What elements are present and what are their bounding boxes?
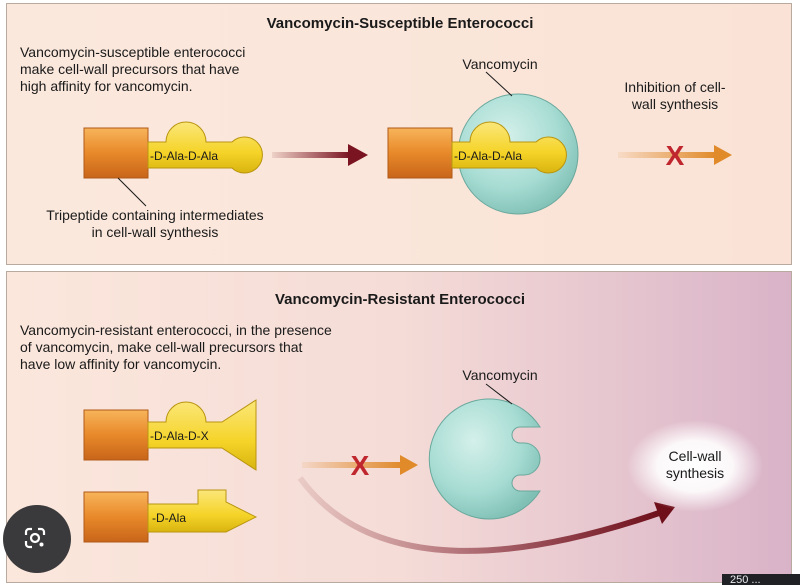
orange-block [83,409,149,461]
d-ala-d-x-chain [147,399,257,471]
vancomycin-pointer-bottom [485,383,513,405]
d-ala-chain [147,489,258,533]
blocked-x-mark: X [666,140,685,171]
inhibited-arrow: X [618,140,732,171]
bound-chain [451,121,567,174]
vancomycin-molecule [428,398,541,520]
binding-arrow [272,144,368,166]
vancomycin-pointer-top [485,71,513,97]
arrow-head [348,144,368,166]
arrow-shaft [302,462,402,468]
d-ala-d-ala-chain [147,121,263,174]
susceptible-title: Vancomycin-Susceptible Enterococci [266,15,534,32]
blocked-x-mark: X [351,450,370,481]
resistant-description: Vancomycin-resistant enterococci, in the… [20,322,332,373]
description-line: Vancomycin-resistant enterococci, in the… [20,322,332,338]
curve-shaft [297,476,663,554]
inhibition-label: Inhibition of cell- wall synthesis [600,79,750,113]
result-line: Cell-wall [668,448,722,464]
description-line: have low affinity for vancomycin. [20,356,222,372]
intermediate-pointer [117,177,147,207]
arrow-shaft [272,152,350,158]
vancomycin-complex: -D-Ala-D-Ala [387,93,579,215]
resistant-precursor-dx: -D-Ala-D-X [83,399,257,471]
blocked-binding-arrow: X [302,450,418,481]
google-lens-button[interactable] [3,505,71,573]
arrow-shaft [618,152,716,158]
intermediate-line: in cell-wall synthesis [91,224,219,240]
description-line: Vancomycin-susceptible enterococci [20,44,246,60]
description-line: make cell-wall precursors that have [20,61,240,77]
vancomycin-unbound [428,398,541,520]
result-line: Inhibition of cell- [624,79,726,95]
intermediate-line: Tripeptide containing intermediates [46,207,264,223]
susceptible-description: Vancomycin-susceptible enterococci make … [20,44,245,95]
precursor-label-dala: -D-Ala [152,511,186,525]
google-lens-icon [24,527,46,549]
orange-block [83,491,149,543]
orange-block [83,127,149,179]
precursor-label-dx: -D-Ala-D-X [150,429,209,443]
corner-overlay-text: 250 ... [722,574,800,585]
orange-block [387,127,453,179]
arrow-head [714,145,732,165]
resistant-title: Vancomycin-Resistant Enterococci [274,291,526,308]
cell-wall-synthesis-label-front: Cell-wall synthesis [640,448,750,482]
precursor-label: -D-Ala-D-Ala [150,149,218,163]
result-line: synthesis [665,465,725,481]
vancomycin-label-bottom: Vancomycin [462,367,538,383]
bound-label: -D-Ala-D-Ala [454,149,522,163]
description-line: high affinity for vancomycin. [20,78,193,94]
result-line: wall synthesis [631,96,719,112]
intermediate-label: Tripeptide containing intermediates in c… [20,207,290,241]
vancomycin-label-top: Vancomycin [462,56,538,72]
description-line: of vancomycin, make cell-wall precursors… [20,339,303,355]
arrow-head [400,455,418,475]
synthesis-glow [627,420,763,512]
resistant-precursor-dala: -D-Ala [83,489,258,543]
precursor-molecule: -D-Ala-D-Ala [83,121,263,179]
